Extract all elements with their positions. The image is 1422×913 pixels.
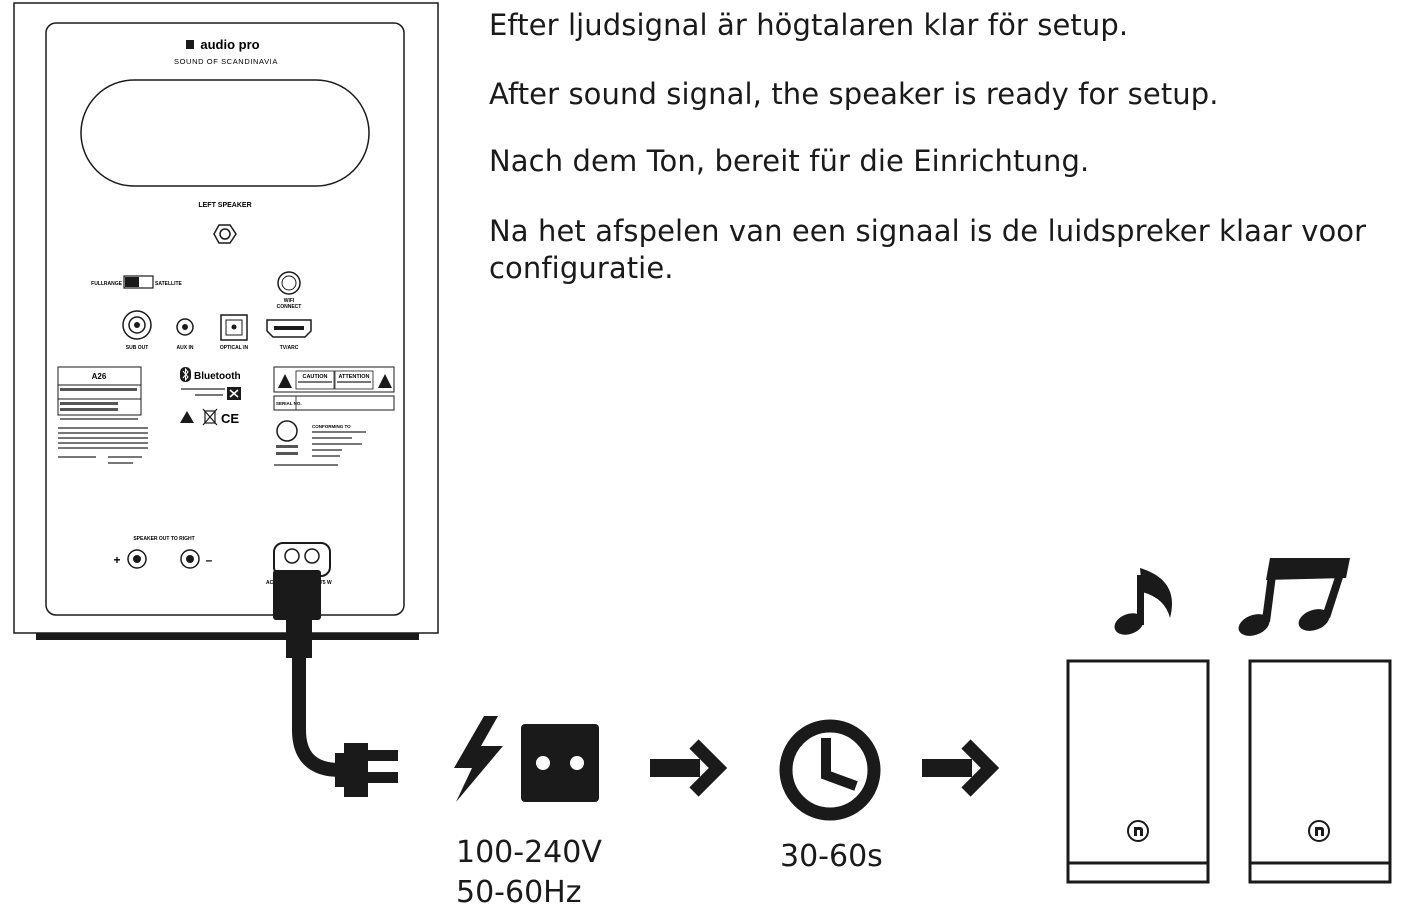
bluetooth-icon bbox=[180, 367, 191, 382]
connect-label: CONNECT bbox=[277, 304, 302, 310]
optical-in-port-icon bbox=[220, 314, 248, 341]
ac-label-left: AC bbox=[266, 580, 274, 586]
instruction-swedish: Efter ljudsignal är högtalaren klar för … bbox=[489, 8, 1129, 42]
attention-label: ATTENTION bbox=[338, 374, 369, 380]
etl-icon bbox=[276, 420, 298, 442]
aux-in-label: AUX IN bbox=[177, 345, 194, 351]
speaker-logo-icon bbox=[1127, 820, 1149, 842]
speaker-out-positive-jack-icon bbox=[127, 549, 147, 569]
speaker-logo-icon bbox=[1308, 820, 1330, 842]
certification-triangle-icon bbox=[180, 411, 194, 423]
tv-arc-label: TV/ARC bbox=[280, 345, 299, 351]
frequency-label: 50-60Hz bbox=[456, 875, 582, 910]
instruction-dutch: Na het afspelen van een signaal is de lu… bbox=[489, 214, 1367, 285]
fullrange-satellite-switch[interactable] bbox=[123, 275, 154, 289]
minus-label: – bbox=[206, 553, 213, 567]
caution-label: CAUTION bbox=[302, 374, 327, 380]
ac-label-right: 75 W bbox=[320, 580, 332, 586]
aux-in-jack-icon bbox=[176, 318, 194, 336]
bluetooth-block: Bluetooth CE bbox=[180, 367, 241, 426]
brand-mark-icon bbox=[186, 40, 194, 49]
instruction-german: Nach dem Ton, bereit für die Einrichtung… bbox=[489, 144, 1090, 178]
caution-block: CAUTION ATTENTION SERIAL NO. CONFORMING … bbox=[273, 366, 395, 466]
sub-out-jack-icon bbox=[122, 310, 152, 340]
wifi-connect-button[interactable] bbox=[277, 271, 301, 295]
optical-in-label: OPTICAL IN bbox=[220, 345, 249, 351]
arrow-right-icon-2 bbox=[922, 739, 1000, 797]
instruction-english: After sound signal, the speaker is ready… bbox=[489, 77, 1219, 111]
bluetooth-label: Bluetooth bbox=[194, 371, 241, 382]
speaker-front-left bbox=[1066, 659, 1210, 884]
brand-tagline: SOUND OF SCANDINAVIA bbox=[174, 57, 278, 66]
wall-socket-icon bbox=[521, 724, 599, 802]
speaker-out-negative-jack-icon bbox=[180, 549, 200, 569]
satellite-label: SATELLITE bbox=[155, 281, 183, 287]
speaker-out-right-label: SPEAKER OUT TO RIGHT bbox=[133, 536, 194, 542]
music-note-icon bbox=[1114, 568, 1172, 635]
arrow-right-icon-1 bbox=[650, 739, 728, 797]
speaker-front-right bbox=[1248, 659, 1392, 884]
model-label: A26 bbox=[92, 372, 107, 381]
fullrange-label: FULLRANGE bbox=[91, 281, 122, 287]
conforming-label: CONFORMING TO bbox=[312, 424, 351, 429]
lightning-bolt-icon bbox=[454, 716, 503, 802]
left-speaker-label: LEFT SPEAKER bbox=[198, 202, 251, 209]
sub-out-label: SUB OUT bbox=[126, 345, 149, 351]
left-speaker-connector-icon bbox=[213, 224, 237, 244]
wait-duration-label: 30-60s bbox=[780, 839, 883, 874]
serial-label: SERIAL NO. bbox=[276, 401, 302, 406]
clock-icon bbox=[779, 719, 881, 821]
ce-icon: CE bbox=[221, 411, 239, 426]
rating-label-block: A26 bbox=[57, 366, 148, 464]
bass-port bbox=[80, 79, 370, 187]
power-cable bbox=[273, 570, 398, 797]
brand-logo: audio pro bbox=[200, 37, 259, 52]
speaker-back-panel: audio pro SOUND OF SCANDINAVIA LEFT SPEA… bbox=[13, 2, 439, 640]
voltage-label: 100-240V bbox=[456, 835, 602, 870]
double-music-note-icon bbox=[1238, 558, 1350, 636]
weee-icon bbox=[204, 410, 216, 424]
hdmi-port-icon bbox=[266, 319, 312, 338]
plus-label: + bbox=[113, 553, 120, 567]
wifi-label: WIFI bbox=[284, 298, 295, 304]
